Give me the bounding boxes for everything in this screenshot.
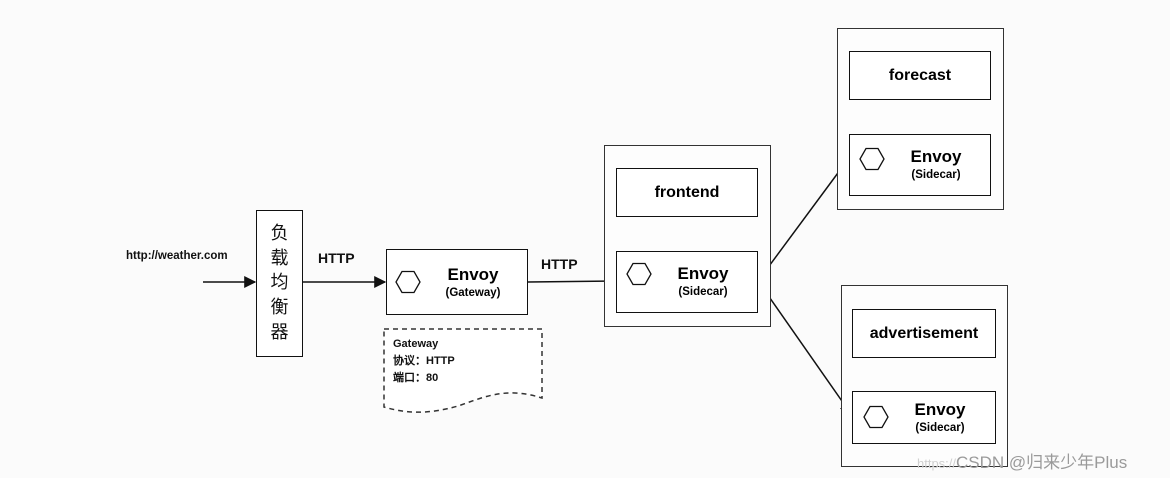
gateway-note-shape <box>383 328 543 413</box>
load-balancer-char: 负 <box>270 222 289 244</box>
gateway-to-frontend-arrow <box>527 275 618 288</box>
load-balancer-char: 载 <box>270 247 289 269</box>
gateway-note: Gateway 协议：HTTP 端口：80 <box>393 336 455 387</box>
gateway-note-line: 协议：HTTP <box>393 355 455 367</box>
load-balancer-char: 均 <box>270 272 289 294</box>
frontend-service-label: frontend <box>654 183 720 201</box>
frontend-envoy-subtitle: (Sidecar) <box>678 286 728 298</box>
frontend-to-forecast-arrow <box>757 157 850 282</box>
envoy-hexagon-icon <box>626 262 652 286</box>
frontend-to-advertisement-arrow <box>757 280 852 415</box>
forecast-envoy-subtitle: (Sidecar) <box>911 169 961 181</box>
gateway-envoy-title: Envoy <box>447 265 499 284</box>
forecast-envoy-title: Envoy <box>910 147 962 166</box>
forecast-service-label: forecast <box>888 66 952 84</box>
envoy-hexagon-icon <box>859 147 885 171</box>
csdn-watermark: https://CSDN @归来少年Plus <box>917 448 1127 473</box>
http-label-frontend: HTTP <box>541 256 578 272</box>
frontend-envoy-title: Envoy <box>677 264 729 283</box>
load-balancer-char: 衡 <box>270 297 289 319</box>
advertisement-sidecar-box: Envoy (Sidecar) <box>852 391 996 444</box>
envoy-hexagon-icon <box>395 270 421 294</box>
forecast-sidecar-box: Envoy (Sidecar) <box>849 134 991 196</box>
watermark-text: CSDN @归来少年Plus <box>956 453 1128 472</box>
load-balancer-box: 负 载 均 衡 器 <box>256 210 303 357</box>
advertisement-service-label: advertisement <box>869 324 979 342</box>
frontend-service-box: frontend <box>616 168 758 217</box>
gateway-envoy-subtitle: (Gateway) <box>445 287 501 299</box>
advertisement-envoy-title: Envoy <box>914 400 966 419</box>
gateway-note-line: Gateway <box>393 338 439 350</box>
forecast-service-box: forecast <box>849 51 991 100</box>
frontend-sidecar-box: Envoy (Sidecar) <box>616 251 758 313</box>
gateway-note-line: 端口：80 <box>393 372 439 384</box>
watermark-prefix: https:// <box>917 456 957 471</box>
gateway-envoy-box: Envoy (Gateway) <box>386 249 528 315</box>
advertisement-envoy-subtitle: (Sidecar) <box>915 422 965 434</box>
client-url: http://weather.com <box>126 250 228 262</box>
http-label-client: HTTP <box>318 250 355 266</box>
load-balancer-char: 器 <box>270 322 289 344</box>
advertisement-service-box: advertisement <box>852 309 996 358</box>
envoy-hexagon-icon <box>863 405 889 429</box>
